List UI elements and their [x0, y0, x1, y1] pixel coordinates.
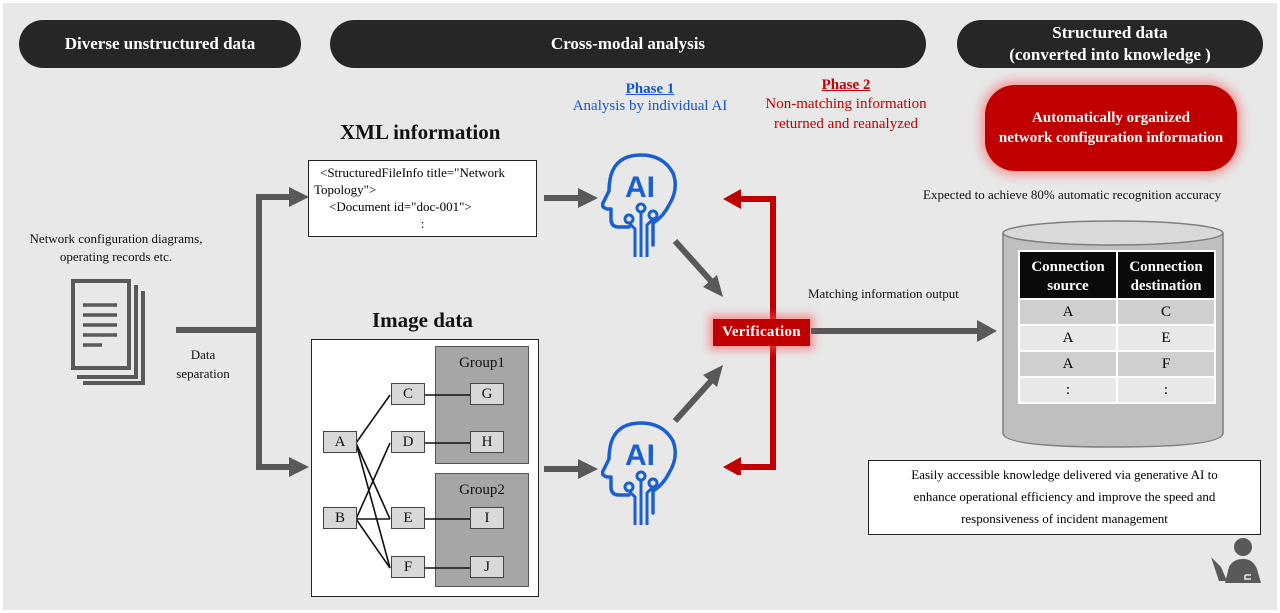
split-bottom-arrowhead [289, 457, 309, 477]
header-source-line2: source [1047, 278, 1089, 294]
link-a-f [355, 442, 391, 569]
table-row: :: [1018, 376, 1216, 404]
node-e: E [391, 507, 425, 529]
header-cross-modal-analysis: Cross-modal analysis [330, 20, 926, 68]
phase1-title: Phase 1 [625, 81, 675, 97]
phase2-subtitle-line1: Non-matching information [765, 96, 927, 112]
ai-head-icon-top: AI [601, 153, 677, 257]
header-dest-line1: Connection [1129, 259, 1203, 275]
header-structured-line1: Structured data [1052, 23, 1168, 42]
table-cell: A [1018, 324, 1118, 352]
ai-text-bottom: AI [625, 439, 655, 472]
split-arrows [176, 187, 309, 477]
header-diverse-unstructured-data: Diverse unstructured data [19, 20, 301, 68]
header-structured-line2: (converted into knowledge ) [1009, 45, 1211, 64]
top-ai-arrow-head [703, 275, 723, 297]
header-connection-destination: Connection destination [1116, 250, 1216, 300]
document-stack-icon [71, 279, 145, 385]
table-cell: C [1116, 298, 1216, 326]
header-structured-data: Structured data (converted into knowledg… [957, 20, 1263, 68]
xml-line2: Topology"> [314, 182, 377, 197]
xml-section-title: XML information [340, 120, 501, 144]
phase1-label: Phase 1 Analysis by individual AI [550, 81, 750, 115]
connection-table-header: Connection source Connection destination [1018, 250, 1216, 300]
benefit-line2: enhance operational efficiency and impro… [913, 489, 1216, 504]
data-separation-label: Data separation [163, 345, 243, 383]
xml-to-ai-arrow [544, 188, 598, 208]
table-cell: : [1116, 376, 1216, 404]
network-image-box: Group1 Group2 A B C D E F G H [311, 339, 539, 597]
node-f: F [391, 556, 425, 578]
phase2-subtitle-line2: returned and reanalyzed [773, 116, 919, 132]
table-cell: E [1116, 324, 1216, 352]
table-cell: : [1018, 376, 1118, 404]
accuracy-note: Expected to achieve 80% automatic recogn… [923, 187, 1222, 202]
verification-box: Verification [713, 319, 810, 346]
source-caption: Network configuration diagrams, operatin… [11, 230, 221, 266]
header-connection-source: Connection source [1018, 250, 1118, 300]
header-source-line1: Connection [1031, 259, 1105, 275]
xml-line4: : [420, 216, 425, 231]
connection-table: Connection source Connection destination A… [1018, 250, 1216, 404]
xml-line3: <Document id="doc-001"> [329, 199, 472, 214]
split-top-arrowhead [289, 187, 309, 207]
diagram-canvas: Diverse unstructured data Cross-modal an… [3, 3, 1277, 610]
matching-output-label: Matching information output [808, 286, 959, 301]
source-caption-line2: operating records etc. [59, 249, 173, 264]
table-cell: A [1018, 298, 1118, 326]
group1-label: Group1 [459, 355, 505, 371]
data-separation-line2: separation [176, 366, 230, 381]
feedback-top-arrowhead [723, 189, 741, 209]
header-dest-line2: destination [1130, 278, 1202, 294]
node-a: A [323, 431, 357, 453]
node-i: I [470, 507, 504, 529]
output-arrow [811, 320, 997, 342]
organized-network-info-pill: Automatically organized network configur… [985, 85, 1237, 171]
table-cell: A [1018, 350, 1118, 378]
ai-head-icon-bottom: AI [601, 421, 677, 525]
phase2-title: Phase 2 [821, 77, 871, 93]
image-section-title: Image data [372, 308, 473, 332]
xml-snippet-box: <StructuredFileInfo title="Network Topol… [308, 160, 537, 237]
data-separation-line1: Data [190, 347, 216, 362]
node-h: H [470, 431, 504, 453]
benefit-description-box: Easily accessible knowledge delivered vi… [868, 460, 1261, 535]
phase1-subtitle: Analysis by individual AI [572, 98, 728, 114]
node-b: B [323, 507, 357, 529]
link-a-c [355, 394, 391, 444]
benefit-line1: Easily accessible knowledge delivered vi… [911, 467, 1218, 482]
node-g: G [470, 383, 504, 405]
feedback-bottom-arrowhead [723, 457, 741, 475]
xml-line1: <StructuredFileInfo title="Network [320, 165, 505, 180]
group2-label: Group2 [459, 482, 505, 498]
link-b-d [355, 442, 391, 520]
link-b-f [355, 518, 391, 569]
image-to-ai-arrow [544, 459, 598, 479]
node-d: D [391, 431, 425, 453]
ai-to-verification-arrows [672, 238, 723, 424]
network-links [355, 394, 470, 569]
phase2-label: Phase 2 Non-matching information returne… [736, 77, 956, 134]
source-caption-line1: Network configuration diagrams, [29, 231, 203, 246]
top-ai-arrow-shaft [672, 238, 714, 284]
ai-text-top: AI [625, 171, 655, 204]
bottom-ai-arrow-shaft [672, 378, 714, 424]
node-c: C [391, 383, 425, 405]
table-cell: F [1116, 350, 1216, 378]
benefit-line3: responsiveness of incident management [961, 511, 1168, 526]
user-with-phone-icon [1211, 538, 1261, 583]
result-pill-line2: network configuration information [998, 130, 1224, 146]
node-j: J [470, 556, 504, 578]
bottom-ai-arrow-head [703, 365, 723, 387]
result-pill-line1: Automatically organized [1032, 110, 1190, 126]
